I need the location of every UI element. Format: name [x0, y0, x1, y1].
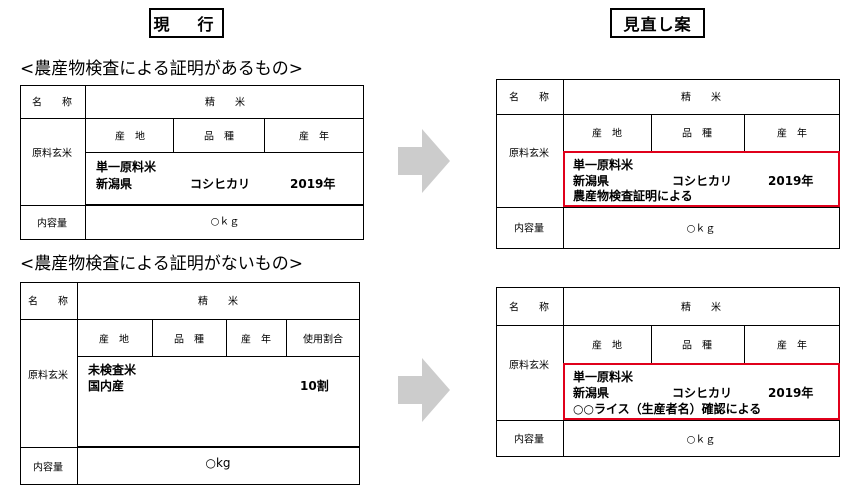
section-title-with-cert: <農産物検査による証明があるもの>	[20, 59, 303, 79]
usage-ratio-header: 使用割合	[303, 334, 343, 346]
variety-header: 品 種	[682, 340, 712, 352]
name-label: 名 称	[28, 296, 68, 308]
content-value: ○kg	[205, 456, 231, 470]
raw-material-origin: 新潟県	[573, 386, 610, 400]
raw-material-year: 2019年	[768, 386, 814, 400]
year-header: 産 年	[299, 131, 329, 143]
variety-header: 品 種	[174, 334, 204, 346]
content-label: 内容量	[37, 218, 67, 230]
raw-material-box-highlight	[563, 363, 840, 420]
raw-material-label: 原料玄米	[509, 360, 549, 372]
raw-material-line1: 単一原料米	[96, 160, 157, 174]
header-proposed: 見直し案	[610, 8, 705, 38]
content-label: 内容量	[514, 434, 544, 446]
raw-material-label: 原料玄米	[509, 148, 549, 160]
raw-material-ratio: 10割	[300, 379, 329, 393]
raw-material-label: 原料玄米	[32, 148, 72, 160]
content-value: ○ｋｇ	[210, 216, 240, 228]
header-current: 現 行	[149, 8, 224, 38]
origin-header: 産 地	[99, 334, 129, 346]
raw-material-line3: 農産物検査証明による	[573, 189, 693, 203]
raw-material-variety: コシヒカリ	[672, 174, 733, 188]
table-proposed-without-cert	[496, 287, 840, 457]
raw-material-label: 原料玄米	[28, 370, 68, 382]
raw-material-line1: 単一原料米	[573, 370, 634, 384]
year-header: 産 年	[241, 334, 271, 346]
name-label: 名 称	[509, 302, 549, 314]
content-value: ○ｋｇ	[686, 434, 716, 446]
arrow-right-icon	[398, 358, 450, 422]
raw-material-variety: コシヒカリ	[672, 386, 733, 400]
content-label: 内容量	[514, 223, 544, 235]
table-proposed-with-cert	[496, 79, 840, 249]
name-label: 名 称	[509, 92, 549, 104]
table-current-without-cert	[20, 282, 360, 485]
name-value: 精 米	[681, 92, 721, 104]
raw-material-box	[77, 356, 360, 447]
raw-material-box	[85, 152, 364, 205]
raw-material-line1: 単一原料米	[573, 158, 634, 172]
name-value: 精 米	[205, 97, 245, 109]
raw-material-line3: ○○ライス（生産者名）確認による	[573, 402, 762, 416]
origin-header: 産 地	[115, 131, 145, 143]
year-header: 産 年	[777, 128, 807, 140]
table-current-with-cert	[20, 85, 364, 240]
raw-material-box-highlight	[563, 151, 840, 207]
origin-header: 産 地	[592, 340, 622, 352]
arrow-right-icon	[398, 129, 450, 193]
section-title-without-cert: <農産物検査による証明がないもの>	[20, 254, 303, 274]
origin-header: 産 地	[592, 128, 622, 140]
content-value: ○ｋｇ	[686, 223, 716, 235]
raw-material-origin: 新潟県	[573, 174, 610, 188]
name-value: 精 米	[681, 302, 721, 314]
raw-material-origin: 新潟県	[96, 177, 133, 191]
raw-material-line1: 未検査米	[88, 363, 137, 377]
raw-material-origin: 国内産	[88, 379, 125, 393]
raw-material-variety: コシヒカリ	[190, 177, 251, 191]
variety-header: 品 種	[204, 131, 234, 143]
raw-material-year: 2019年	[768, 174, 814, 188]
raw-material-year: 2019年	[290, 177, 336, 191]
variety-header: 品 種	[682, 128, 712, 140]
name-label: 名 称	[32, 97, 72, 109]
year-header: 産 年	[777, 340, 807, 352]
content-label: 内容量	[33, 462, 63, 474]
name-value: 精 米	[198, 296, 238, 308]
